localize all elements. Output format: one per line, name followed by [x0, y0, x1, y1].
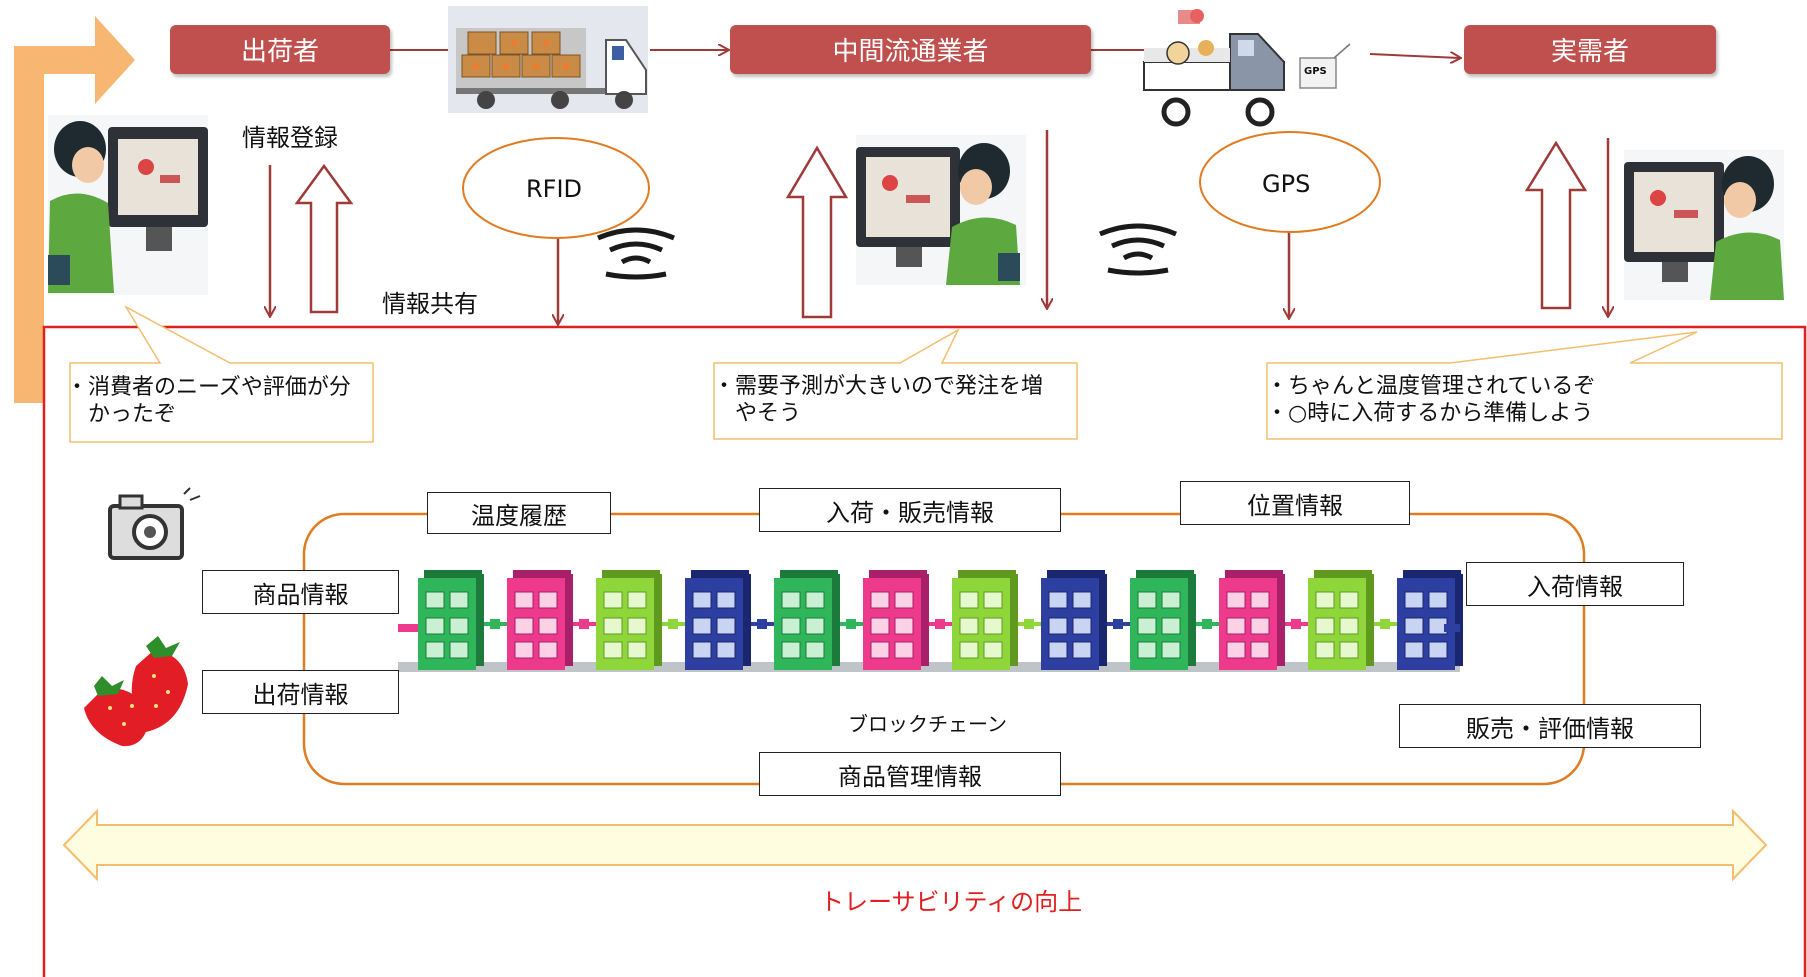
blockchain-block — [1397, 570, 1463, 670]
infobox-shipping-info: 出荷情報 — [202, 670, 399, 714]
infobox-sales-evaluation: 販売・評価情報 — [1399, 704, 1701, 748]
chain-cap-right — [1444, 624, 1460, 632]
actor-distributor[interactable]: 中間流通業者 — [730, 25, 1091, 74]
rfid-ellipse — [462, 137, 650, 239]
gps-label: GPS — [1262, 170, 1311, 198]
upload-arrow — [785, 145, 849, 319]
strawberry-icon — [84, 636, 188, 747]
rfid-label: RFID — [526, 175, 583, 203]
person-at-computer-image — [1624, 150, 1784, 300]
callout-distributor-shape — [713, 328, 1078, 440]
upload-arrow — [1524, 140, 1588, 310]
wireless-signal-icon — [1099, 223, 1177, 276]
blockchain-frame — [42, 325, 1807, 977]
callout-consumer: ・ちゃんと温度管理されているぞ ・○時に入荷するから準備しよう — [1266, 374, 1596, 426]
chain-link — [662, 619, 685, 629]
chain-link — [1285, 619, 1308, 629]
blockchain-block — [863, 570, 929, 670]
chain-link — [573, 619, 596, 629]
traceability-label: トレーサビリティの向上 — [820, 888, 1083, 916]
chain-link — [1107, 619, 1130, 629]
chain-link — [840, 619, 863, 629]
truck-with-boxes-image — [448, 6, 648, 113]
chain-link — [929, 619, 952, 629]
blockchain-block — [418, 570, 484, 670]
infobox-product-info: 商品情報 — [202, 570, 399, 614]
gps-tag-label: GPS — [1304, 66, 1327, 77]
actor-shipper[interactable]: 出荷者 — [170, 25, 390, 74]
chain-link — [484, 619, 507, 629]
chain-link — [751, 619, 774, 629]
blockchain-block — [1130, 570, 1196, 670]
infobox-arrival-info: 入荷情報 — [1466, 562, 1684, 606]
traceability-arrow — [62, 808, 1768, 882]
feedback-arrow — [14, 16, 135, 403]
chain-cap-left — [398, 624, 418, 632]
callout-shipper-shape — [69, 305, 374, 443]
blockchain-block — [507, 570, 573, 670]
infobox-location: 位置情報 — [1180, 481, 1410, 525]
callout-consumer-shape — [1266, 331, 1783, 440]
infobox-arrival-sales: 入荷・販売情報 — [759, 488, 1061, 532]
chain-link — [1018, 619, 1041, 629]
chain-link — [1374, 619, 1397, 629]
actor-consumer[interactable]: 実需者 — [1464, 25, 1716, 74]
blockchain-block — [1041, 570, 1107, 670]
info-share-label: 情報共有 — [382, 290, 478, 318]
chain-link — [1196, 619, 1219, 629]
callout-distributor: ・需要予測が大きいので発注を増 やそう — [713, 374, 1044, 426]
blockchain-block — [1308, 570, 1374, 670]
infobox-temperature-history: 温度履歴 — [427, 492, 611, 534]
callout-shipper: ・消費者のニーズや評価が分 かったぞ — [66, 375, 351, 427]
blockchain-block — [685, 570, 751, 670]
upload-arrow — [294, 163, 354, 314]
blockchain-block — [596, 570, 662, 670]
blockchain-block — [774, 570, 840, 670]
wireless-signal-icon — [597, 227, 675, 280]
camera-icon — [108, 487, 201, 560]
delivery-truck-image — [1143, 9, 1351, 127]
info-register-label: 情報登録 — [242, 124, 338, 152]
person-at-computer-image — [856, 135, 1026, 285]
person-at-computer-image — [48, 115, 208, 295]
info-cycle — [302, 512, 1586, 786]
blockchain-block — [1219, 570, 1285, 670]
gps-ellipse — [1199, 131, 1381, 233]
infobox-product-management: 商品管理情報 — [759, 752, 1061, 796]
blockchain-block — [952, 570, 1018, 670]
blockchain-label: ブロックチェーン — [848, 712, 1007, 736]
